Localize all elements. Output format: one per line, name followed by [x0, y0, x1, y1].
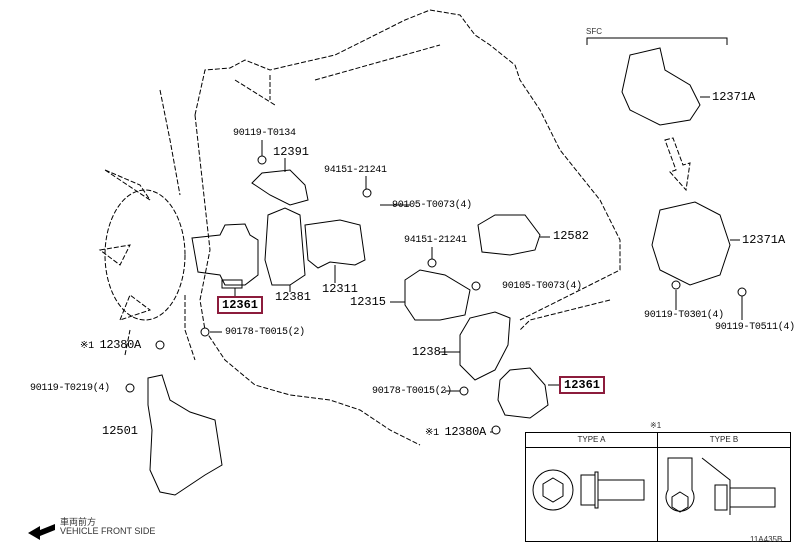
note-mark: ※1 — [80, 341, 94, 352]
engine-block-outline — [194, 9, 621, 446]
part-label[interactable]: 90119-T0134 — [233, 128, 296, 139]
cooling-fan — [98, 89, 196, 361]
part-label[interactable]: 94151-21241 — [324, 165, 387, 176]
figure-code: 11A435B — [750, 535, 783, 544]
engine-mounting-bracket — [147, 374, 223, 496]
mount-cover — [251, 169, 309, 206]
left-insulator — [264, 207, 306, 286]
part-label[interactable]: 90105-T0073(4) — [502, 281, 582, 292]
type-a-header: TYPE A — [526, 433, 657, 448]
part-label[interactable]: 12381 — [412, 345, 449, 359]
note-mark: ※1 — [425, 428, 439, 439]
note-table-title: ※1 — [650, 421, 662, 430]
fasteners — [125, 155, 747, 435]
vehicle-front-label-jp: 車両前方 — [60, 517, 97, 527]
part-label[interactable]: 12311 — [322, 282, 359, 296]
engine-curve — [124, 299, 611, 356]
vehicle-front-arrow — [28, 524, 55, 540]
sfc-label: SFC — [586, 27, 602, 36]
part-label[interactable]: 90119-T0511(4) — [715, 322, 795, 333]
part-label[interactable]: 12582 — [553, 229, 590, 243]
type-a-bolt-drawing — [532, 469, 645, 511]
part-label[interactable]: 12315 — [350, 295, 387, 309]
part-label-highlighted[interactable]: 12361 — [559, 376, 606, 394]
part-label[interactable]: 90105-T0073(4) — [392, 200, 472, 211]
engine-line — [234, 44, 441, 106]
rear-mount-upper — [621, 47, 701, 126]
vehicle-front-label: VEHICLE FRONT SIDE — [60, 526, 156, 536]
part-label-highlighted[interactable]: 12361 — [217, 296, 264, 314]
front-bracket — [304, 219, 366, 269]
assembly-arrow — [664, 137, 691, 192]
part-label[interactable]: 94151-21241 — [404, 235, 467, 246]
rh-bracket — [404, 269, 471, 321]
part-label[interactable]: 12381 — [275, 290, 312, 304]
part-label[interactable]: 12501 — [102, 424, 139, 438]
sfc-bracket-line — [586, 37, 728, 45]
part-label[interactable]: 12371A — [712, 90, 756, 104]
part-label-note[interactable]: ※1 12380A — [425, 425, 486, 439]
left-engine-mount — [191, 223, 259, 289]
part-label[interactable]: 12371A — [742, 233, 786, 247]
rear-mount-lower — [651, 201, 731, 286]
part-label-note[interactable]: ※1 12380A — [80, 338, 141, 352]
type-b-bolt-drawing — [665, 457, 776, 515]
mount-stopper — [477, 214, 541, 256]
type-b-header: TYPE B — [658, 433, 790, 448]
leader-lines — [210, 96, 743, 433]
part-label[interactable]: 90119-T0301(4) — [644, 310, 724, 321]
fastener-type-table: TYPE A TYPE B — [525, 432, 791, 542]
part-label[interactable]: 12391 — [273, 145, 310, 159]
part-label[interactable]: 90178-T0015(2) — [225, 327, 305, 338]
table-divider — [657, 433, 658, 541]
right-insulator — [459, 311, 511, 381]
part-number: 12380A — [99, 338, 141, 352]
right-engine-mount — [497, 367, 549, 419]
part-label[interactable]: 90178-T0015(2) — [372, 386, 452, 397]
part-label[interactable]: 90119-T0219(4) — [30, 383, 110, 394]
part-number: 12380A — [444, 425, 486, 439]
